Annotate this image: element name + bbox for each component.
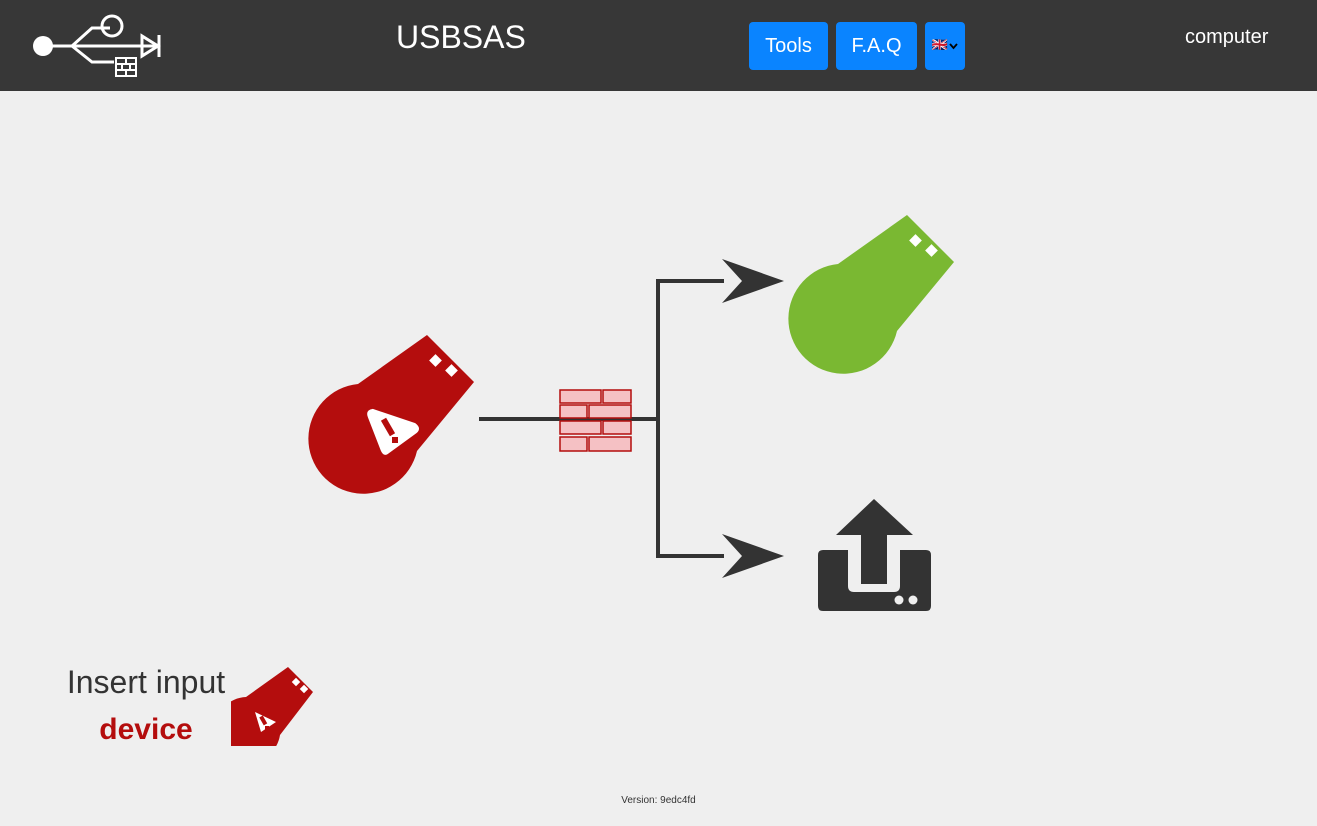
flow-connector xyxy=(479,279,724,558)
source-usb-warning-icon[interactable] xyxy=(308,335,474,494)
usb-firewall-logo[interactable] xyxy=(30,12,164,80)
status-instruction: Insert input xyxy=(66,664,226,700)
network-upload-icon[interactable] xyxy=(818,499,931,611)
transfer-diagram xyxy=(308,215,954,611)
top-navbar: USBSAS Tools F.A.Q 🇬🇧 computer xyxy=(0,0,1317,91)
arrow-to-usb-icon xyxy=(722,259,784,303)
arrow-to-upload-icon xyxy=(722,534,784,578)
language-select[interactable]: 🇬🇧 xyxy=(925,22,965,70)
uk-flag-icon: 🇬🇧 xyxy=(931,38,949,53)
destination-usb-icon[interactable] xyxy=(788,215,954,374)
chevron-down-icon xyxy=(949,42,958,49)
faq-button[interactable]: F.A.Q xyxy=(836,22,917,70)
hostname-label: computer xyxy=(1185,26,1269,48)
usb-drive-warning-icon xyxy=(231,667,313,746)
app-title: USBSAS xyxy=(396,19,526,55)
status-device: device xyxy=(99,713,193,746)
status-message: Insert input device xyxy=(40,658,252,754)
tools-button[interactable]: Tools xyxy=(749,22,828,70)
firewall-icon xyxy=(559,389,632,452)
version-label: Version: 9edc4fd xyxy=(621,795,696,806)
